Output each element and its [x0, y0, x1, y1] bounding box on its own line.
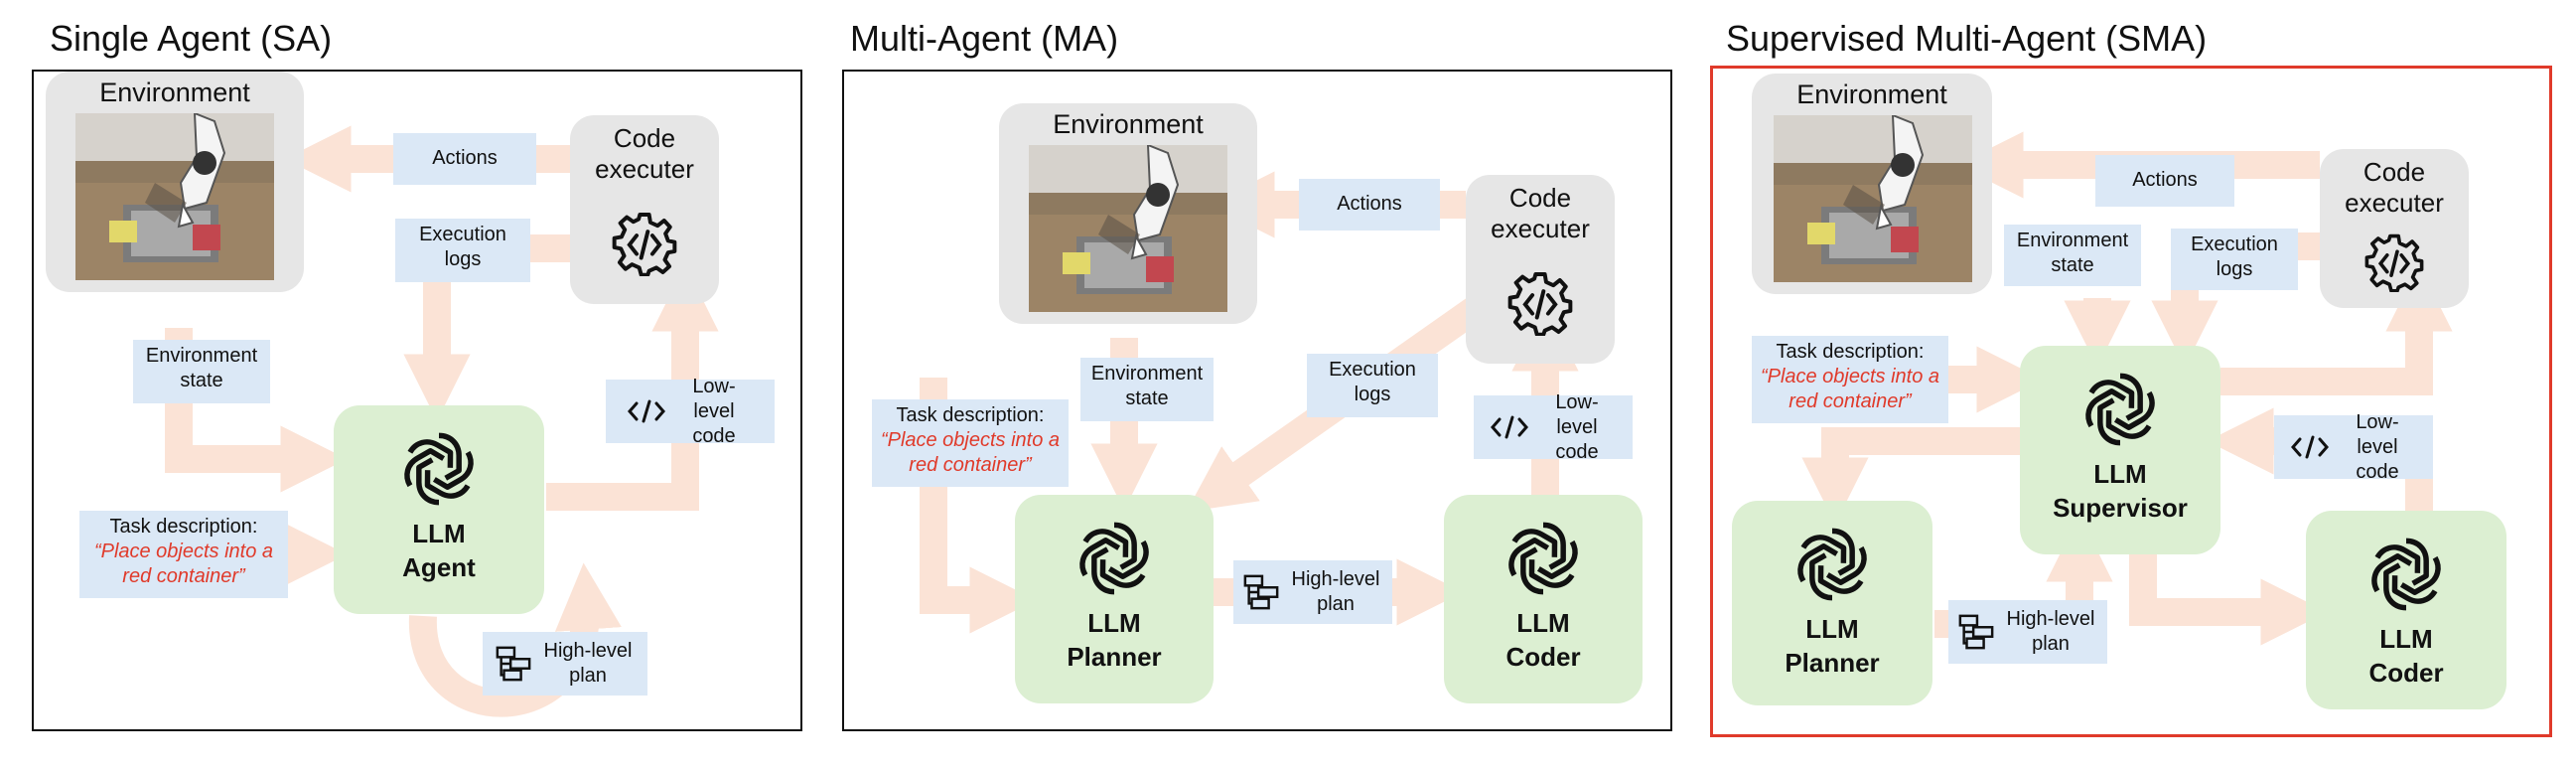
sa-agent-line2: Agent — [402, 552, 476, 582]
sma-supervisor-line2: Supervisor — [2053, 493, 2188, 523]
sma-llm-supervisor-node: LLM Supervisor — [2020, 346, 2220, 554]
openai-logo-icon — [397, 427, 481, 511]
sa-task-description-label: Task description: — [109, 516, 258, 538]
panel-frame-single-agent — [32, 70, 802, 731]
code-brackets-icon — [2290, 435, 2330, 459]
sma-task-description-text: “Place objects into a red container” — [1760, 366, 1940, 412]
ma-task-description-box: Task description: “Place objects into a … — [872, 399, 1069, 487]
sa-high-level-plan-label: High-level plan — [483, 632, 647, 696]
sa-code-executer-label: Code executer — [595, 123, 694, 184]
panel-frame-multi-agent — [842, 70, 1672, 731]
ma-llm-planner-label: LLM Planner — [1015, 606, 1214, 674]
sa-environment-label: Environment — [99, 77, 250, 107]
code-gear-icon — [1507, 270, 1573, 336]
plan-hierarchy-icon — [1242, 573, 1280, 611]
ma-planner-line1: LLM — [1087, 608, 1141, 638]
sa-agent-line1: LLM — [412, 519, 466, 548]
sma-llm-planner-label: LLM Planner — [1732, 612, 1932, 680]
sma-actions-label: Actions — [2095, 155, 2234, 207]
sma-code-executer-label: Code executer — [2345, 157, 2444, 218]
sma-planner-line2: Planner — [1785, 648, 1880, 678]
sma-task-description-box: Task description: “Place objects into a … — [1752, 336, 1948, 423]
panel-title-multi-agent: Multi-Agent (MA) — [850, 18, 1119, 59]
ma-llm-coder-label: LLM Coder — [1444, 606, 1643, 674]
ma-environment-node: Environment — [999, 103, 1257, 324]
sma-environment-state-label: Environment state — [2004, 225, 2141, 286]
sma-arrow-sup-to-coder — [2129, 548, 2328, 646]
ma-code-executer-label: Code executer — [1491, 183, 1590, 243]
openai-logo-icon — [2364, 533, 2448, 616]
sa-task-description-text: “Place objects into a red container” — [93, 541, 274, 587]
sma-low-level-code-label: Low-level code — [2274, 411, 2433, 483]
sa-execution-logs-label: Execution logs — [395, 219, 530, 282]
ma-coder-line1: LLM — [1516, 608, 1570, 638]
sma-low-level-code-text: Low-level code — [2356, 410, 2399, 483]
openai-logo-icon — [1502, 517, 1585, 600]
sma-environment-label: Environment — [1796, 79, 1947, 109]
sa-low-level-code-label: Low-level code — [606, 376, 775, 447]
ma-low-level-code-text: Low-level code — [1555, 390, 1599, 463]
ma-planner-line2: Planner — [1067, 642, 1162, 672]
code-gear-icon — [612, 211, 677, 276]
sma-arrow-sup-to-exec — [2220, 264, 2453, 395]
sma-environment-node: Environment — [1752, 74, 1992, 294]
robot-scene-image — [1029, 145, 1227, 312]
openai-logo-icon — [1073, 517, 1156, 600]
ma-high-level-plan-text: High-level plan — [1291, 568, 1380, 615]
ma-code-executer-node: Code executer — [1466, 175, 1615, 364]
plan-hierarchy-icon — [495, 645, 532, 683]
ma-coder-line2: Coder — [1505, 642, 1581, 672]
ma-execution-logs-label: Execution logs — [1307, 354, 1438, 417]
sma-high-level-plan-label: High-level plan — [1948, 600, 2107, 664]
code-gear-icon — [2364, 232, 2424, 292]
sa-llm-agent-node: LLM Agent — [334, 405, 544, 614]
sma-llm-coder-node: LLM Coder — [2306, 511, 2506, 709]
sa-environment-node: Environment — [46, 72, 304, 292]
openai-logo-icon — [1790, 523, 1874, 606]
code-brackets-icon — [627, 399, 666, 423]
sma-planner-line1: LLM — [1805, 614, 1859, 644]
sa-code-executer-node: Code executer — [570, 115, 719, 304]
panel-title-supervised-multi-agent: Supervised Multi-Agent (SMA) — [1726, 18, 2208, 59]
sma-code-executer-node: Code executer — [2320, 149, 2469, 308]
sa-arrow-low-level — [546, 264, 719, 511]
ma-task-description-label: Task description: — [896, 404, 1045, 426]
ma-low-level-code-label: Low-level code — [1474, 391, 1633, 463]
robot-scene-image — [1774, 115, 1972, 282]
sma-task-description-label: Task description: — [1776, 341, 1925, 363]
sma-high-level-plan-text: High-level plan — [2006, 608, 2095, 655]
sa-high-level-plan-text: High-level plan — [543, 640, 633, 687]
openai-logo-icon — [2078, 368, 2162, 451]
robot-scene-image — [75, 113, 274, 280]
panel-title-single-agent: Single Agent (SA) — [50, 18, 333, 59]
sma-llm-coder-label: LLM Coder — [2306, 622, 2506, 690]
sma-supervisor-line1: LLM — [2093, 459, 2147, 489]
ma-llm-coder-node: LLM Coder — [1444, 495, 1643, 703]
sma-coder-line2: Coder — [2368, 658, 2444, 688]
sma-llm-supervisor-label: LLM Supervisor — [2020, 457, 2220, 525]
ma-actions-label: Actions — [1299, 179, 1440, 231]
sma-llm-planner-node: LLM Planner — [1732, 501, 1932, 705]
sa-llm-agent-label: LLM Agent — [334, 517, 544, 584]
sa-actions-label: Actions — [393, 133, 536, 185]
sa-environment-state-label: Environment state — [133, 340, 270, 403]
ma-task-description-text: “Place objects into a red container” — [880, 429, 1061, 476]
sa-task-description-box: Task description: “Place objects into a … — [79, 511, 288, 598]
sa-low-level-code-text: Low-level code — [692, 375, 736, 447]
sma-arrow-sup-to-planner — [1801, 427, 2022, 525]
ma-environment-label: Environment — [1053, 109, 1204, 139]
sma-coder-line1: LLM — [2379, 624, 2433, 654]
ma-llm-planner-node: LLM Planner — [1015, 495, 1214, 703]
panel-frame-supervised-multi-agent — [1710, 66, 2552, 737]
plan-hierarchy-icon — [1957, 613, 1995, 651]
ma-high-level-plan-label: High-level plan — [1233, 560, 1392, 624]
sma-execution-logs-label: Execution logs — [2171, 229, 2298, 290]
code-brackets-icon — [1490, 415, 1529, 439]
ma-environment-state-label: Environment state — [1080, 358, 1214, 421]
